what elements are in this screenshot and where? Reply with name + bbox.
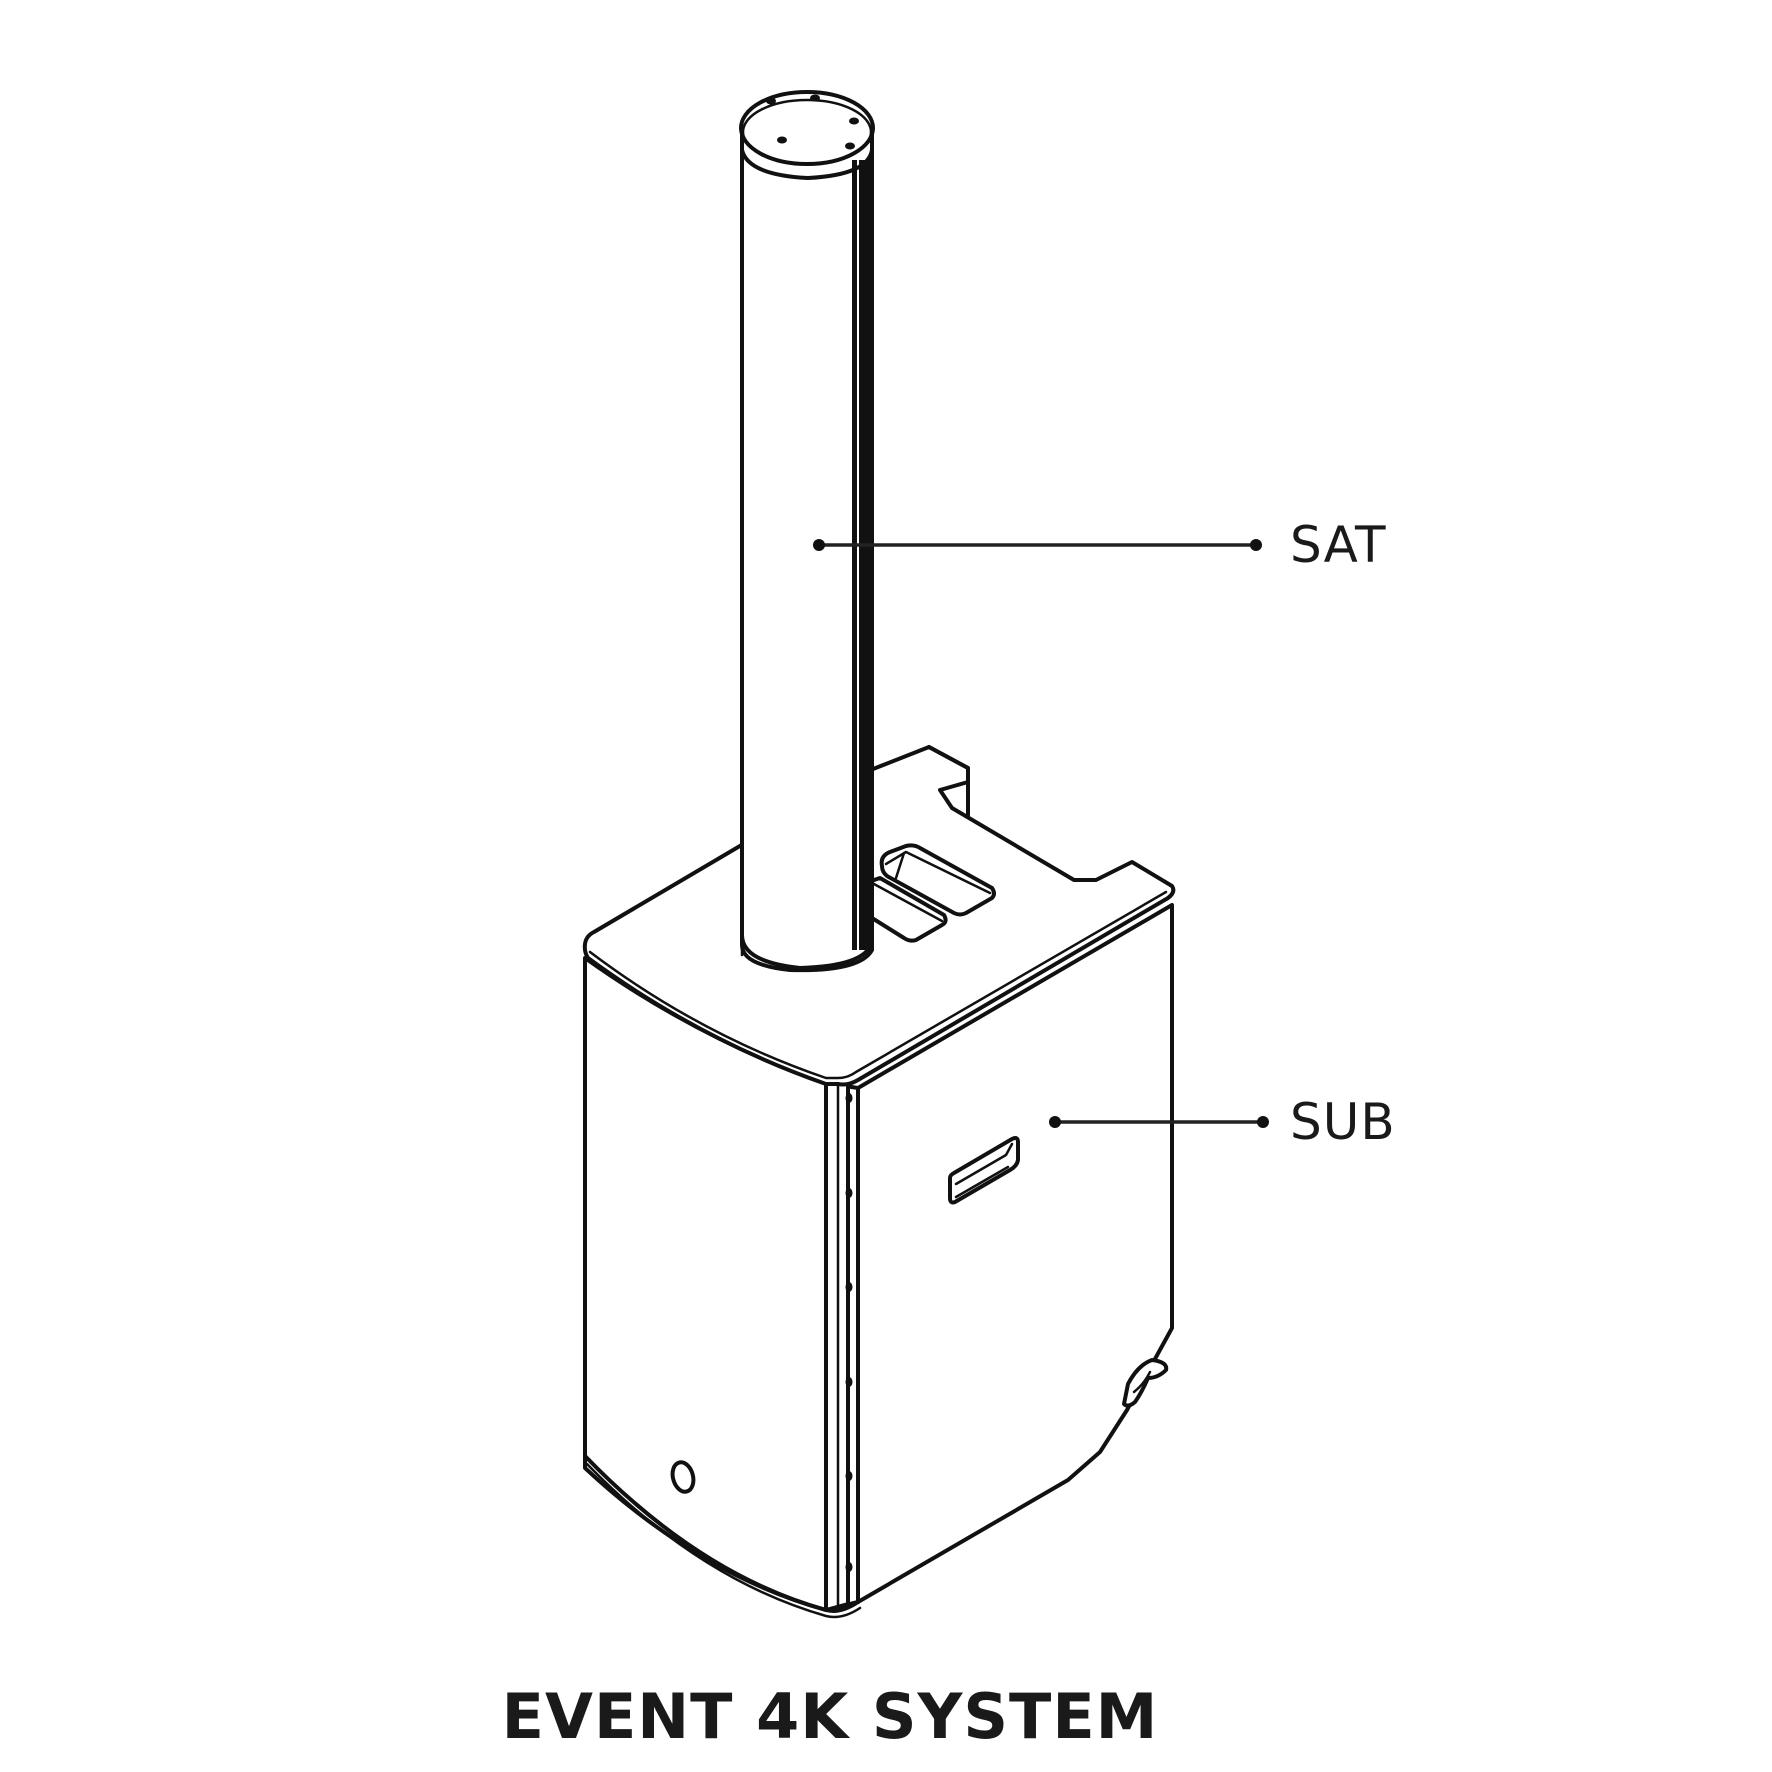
- sub-rear-notch: [927, 745, 970, 817]
- sat-top-ring: [740, 133, 874, 180]
- sat-side-channel: [852, 160, 872, 950]
- sub-enclosure: [582, 745, 1176, 1619]
- sub-side-handle: [948, 1136, 1020, 1205]
- sub-caster-wheel: [1122, 1358, 1169, 1408]
- sub-callout-leader: [1049, 1116, 1269, 1128]
- sat-column-body: [740, 128, 874, 973]
- sat-column: [739, 90, 875, 973]
- sub-side-face: [856, 903, 1174, 1604]
- sat-callout-label: SAT: [1290, 516, 1387, 574]
- sat-base-collar: [740, 933, 874, 970]
- sub-bottom-edge: [583, 1454, 860, 1613]
- diagram-caption: EVENT 4K SYSTEM: [501, 1680, 1159, 1753]
- corner-screws: [845, 1093, 853, 1572]
- sat-top-mounting-holes: [766, 94, 859, 150]
- sub-callout-label: SUB: [1290, 1093, 1396, 1151]
- sub-port-hole: [670, 1460, 696, 1494]
- sat-callout-leader: [813, 539, 1262, 551]
